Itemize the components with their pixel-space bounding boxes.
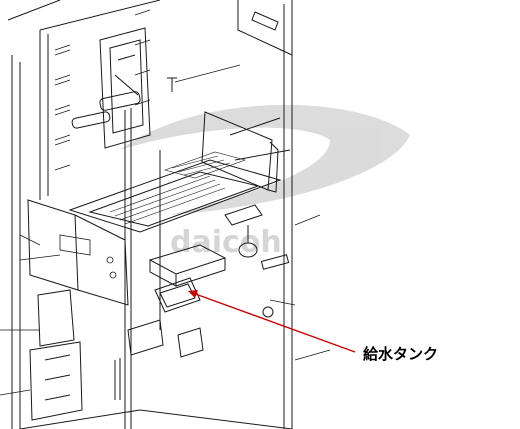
line-art (0, 0, 331, 429)
bracket-top (251, 11, 279, 31)
upper-hinge (99, 91, 141, 111)
door-panel-outline (39, 0, 161, 200)
watermark-text: daicoh (170, 225, 282, 260)
control-box-details (19, 234, 117, 279)
water-tank-body (149, 258, 226, 287)
cabinet-top-edge (7, 0, 61, 21)
shelf-grille (109, 151, 247, 225)
valve-assembly (127, 319, 164, 356)
callout-label-water-tank: 給水タンク (363, 345, 439, 363)
callout-arrowhead (188, 290, 198, 298)
left-hinge (71, 111, 111, 129)
rod-left (124, 108, 132, 429)
ice-box-inner (109, 39, 144, 134)
callout-leader-line (189, 291, 356, 353)
ice-box-diagonal (114, 54, 139, 96)
watermark-swoosh (120, 104, 410, 215)
shelf-frame (68, 159, 282, 233)
valve-tube (114, 358, 121, 400)
watermark-logo: daicoh (120, 104, 410, 260)
control-box (27, 199, 79, 291)
back-plate-edge (267, 141, 279, 193)
floor-edge (19, 409, 293, 429)
screw-part (262, 306, 274, 318)
lower-bin-detail (44, 354, 71, 401)
lower-bin (37, 289, 75, 347)
hinge-pin (167, 77, 177, 92)
door-grid (54, 9, 151, 171)
clip-part (260, 254, 290, 270)
leader-lines (0, 64, 331, 396)
back-plate-line (229, 117, 291, 161)
control-box-side (74, 214, 129, 306)
water-tank-lower (154, 277, 201, 313)
fan-mount (224, 204, 263, 226)
drain-part (177, 327, 204, 358)
lower-bin-body (29, 341, 83, 421)
cabinet-back-edge (237, 0, 293, 56)
